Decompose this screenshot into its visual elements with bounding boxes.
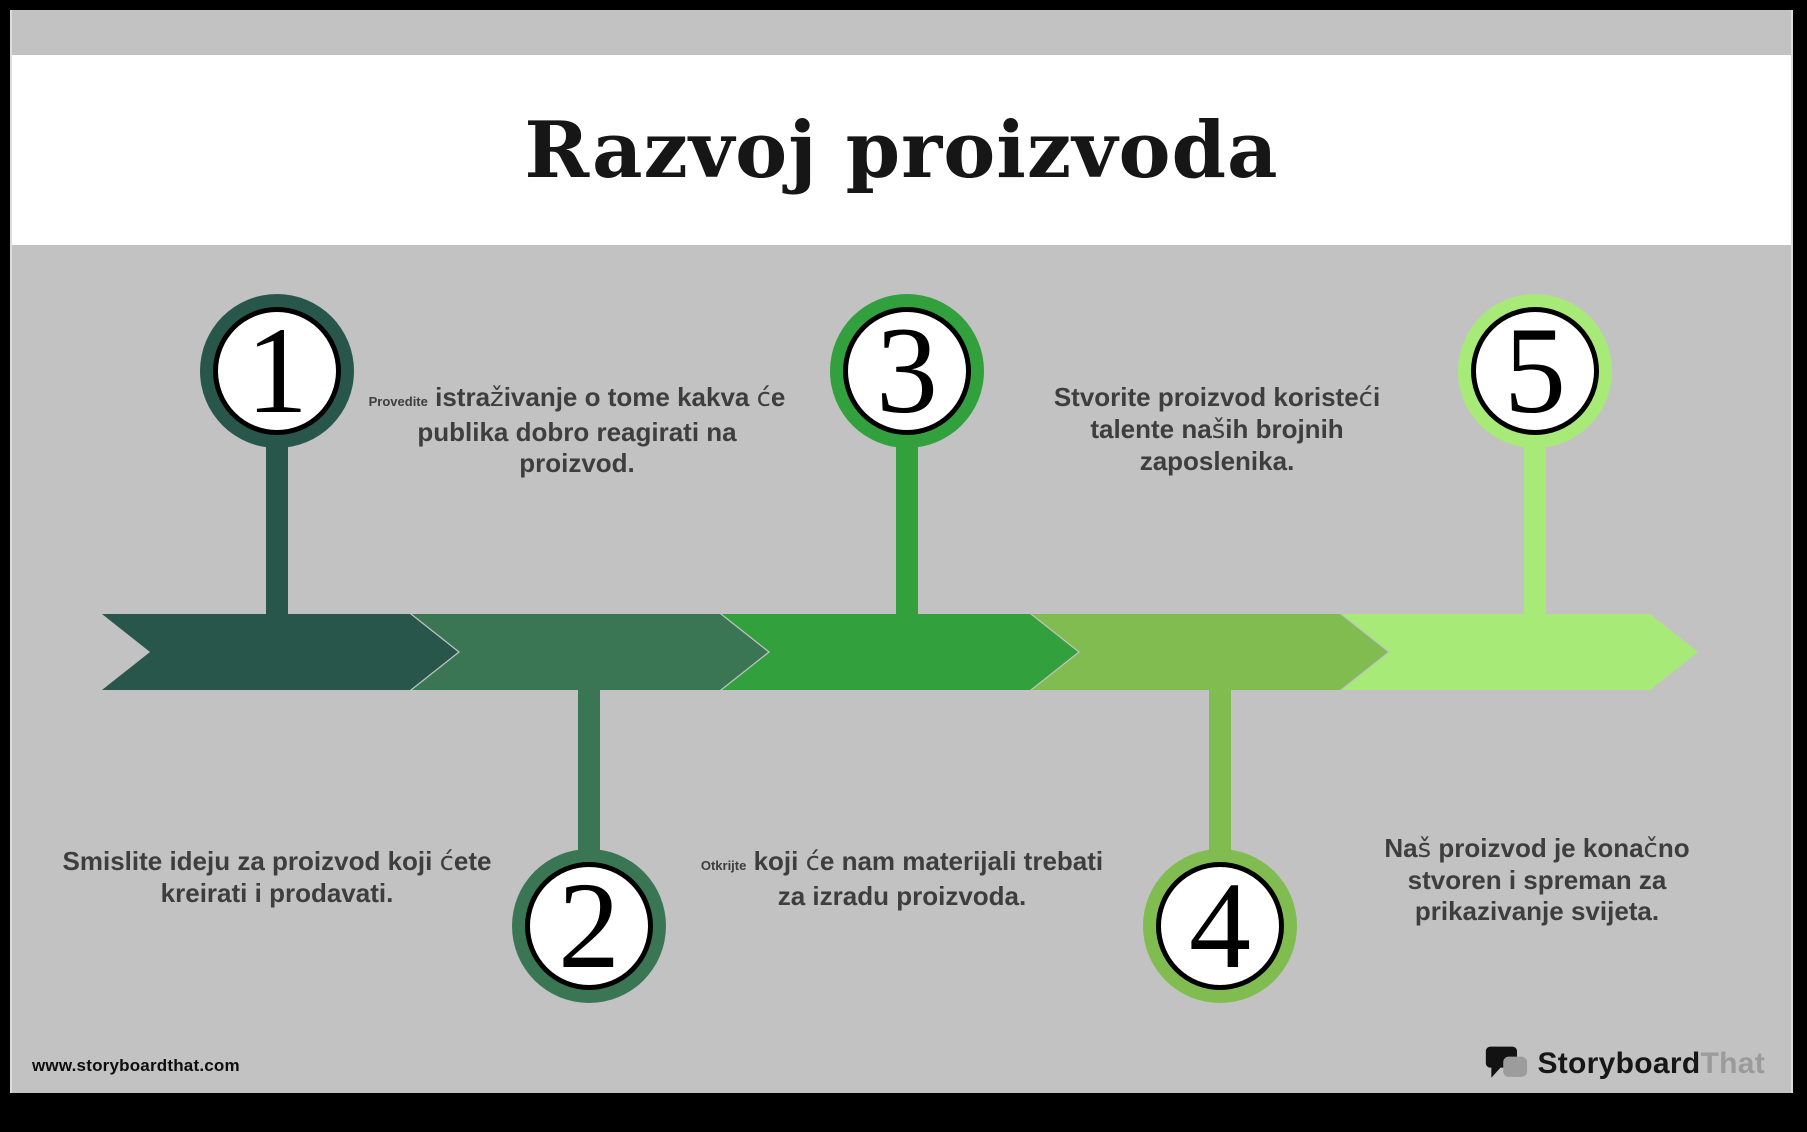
step-3-marker: 3 — [830, 294, 984, 448]
step-5-number: 5 — [1504, 302, 1566, 439]
step-4-marker-inner: 4 — [1156, 862, 1284, 990]
timeline-arrow-2 — [412, 614, 768, 690]
step-4-number: 4 — [1189, 857, 1251, 994]
step-2-number: 2 — [558, 857, 620, 994]
logo-text: StoryboardThat — [1537, 1047, 1765, 1081]
timeline-arrow-3 — [722, 614, 1078, 690]
footer-url: www.storyboardthat.com — [32, 1056, 240, 1075]
step-2-lead-word: Provedite — [368, 394, 428, 409]
step-2-connector — [578, 688, 600, 860]
timeline-arrow-4 — [1032, 614, 1388, 690]
logo-text-that: That — [1700, 1047, 1765, 1080]
step-4-description: Stvorite proizvod koristeći talente naši… — [1017, 382, 1417, 477]
step-1-marker-inner: 1 — [213, 307, 341, 435]
step-3-description-text: koji će nam materijali trebati za izradu… — [753, 846, 1104, 911]
step-1-number: 1 — [246, 302, 308, 439]
logo-text-storyboard: Storyboard — [1537, 1047, 1701, 1080]
storyboardthat-logo: StoryboardThat — [1484, 1038, 1765, 1090]
logo-speech-bubbles-icon — [1486, 1046, 1528, 1078]
step-3-connector — [896, 440, 918, 616]
step-3-description: Otkrijte koji će nam materijali trebati … — [692, 846, 1112, 912]
step-3-number: 3 — [876, 302, 938, 439]
step-5-description: Naš proizvod je konačno stvoren i sprema… — [1352, 833, 1722, 927]
step-3-lead-word: Otkrijte — [700, 858, 747, 873]
timeline-arrow-5 — [1342, 614, 1698, 690]
timeline-arrow-1 — [102, 614, 458, 690]
step-2-description: Provedite istraživanje o tome kakva će p… — [367, 382, 787, 479]
step-3-marker-inner: 3 — [843, 307, 971, 435]
step-2-marker-inner: 2 — [525, 862, 653, 990]
poster-canvas: Razvoj proizvoda 1 2 3 — [10, 10, 1793, 1093]
step-1-marker: 1 — [200, 294, 354, 448]
step-1-connector — [266, 440, 288, 616]
step-5-marker-inner: 5 — [1471, 307, 1599, 435]
step-5-connector — [1524, 440, 1546, 616]
step-2-marker: 2 — [512, 849, 666, 1003]
step-5-description-text: Naš proizvod je konačno stvoren i sprema… — [1384, 833, 1690, 926]
step-4-connector — [1209, 688, 1231, 860]
page-title: Razvoj proizvoda — [524, 104, 1279, 196]
step-1-description: Smislite ideju za proizvod koji ćete kre… — [57, 846, 497, 909]
step-4-marker: 4 — [1143, 849, 1297, 1003]
title-band: Razvoj proizvoda — [12, 55, 1791, 245]
step-2-description-text: istraživanje o tome kakva će publika dob… — [417, 382, 786, 478]
step-5-marker: 5 — [1458, 294, 1612, 448]
step-1-description-text: Smislite ideju za proizvod koji ćete kre… — [62, 846, 492, 908]
step-4-description-text: Stvorite proizvod koristeći talente naši… — [1053, 382, 1381, 476]
